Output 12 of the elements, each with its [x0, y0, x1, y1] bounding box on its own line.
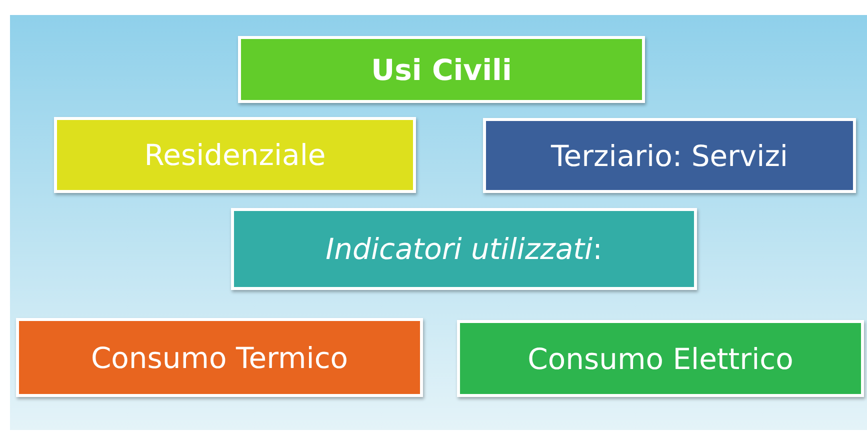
box-label: Consumo Elettrico: [528, 342, 794, 376]
box-label: Consumo Termico: [90, 340, 348, 374]
box-label: Usi Civili: [371, 52, 512, 86]
category-box: [457, 320, 864, 397]
category-box: [16, 318, 423, 397]
box-label: Indicatori utilizzati:: [326, 232, 602, 266]
category-box: [54, 117, 416, 193]
box-label: Residenziale: [144, 138, 326, 172]
category-box: [483, 118, 856, 193]
box-label: Terziario: Servizi: [551, 138, 788, 172]
category-box: [231, 208, 697, 290]
category-box: [238, 36, 645, 103]
